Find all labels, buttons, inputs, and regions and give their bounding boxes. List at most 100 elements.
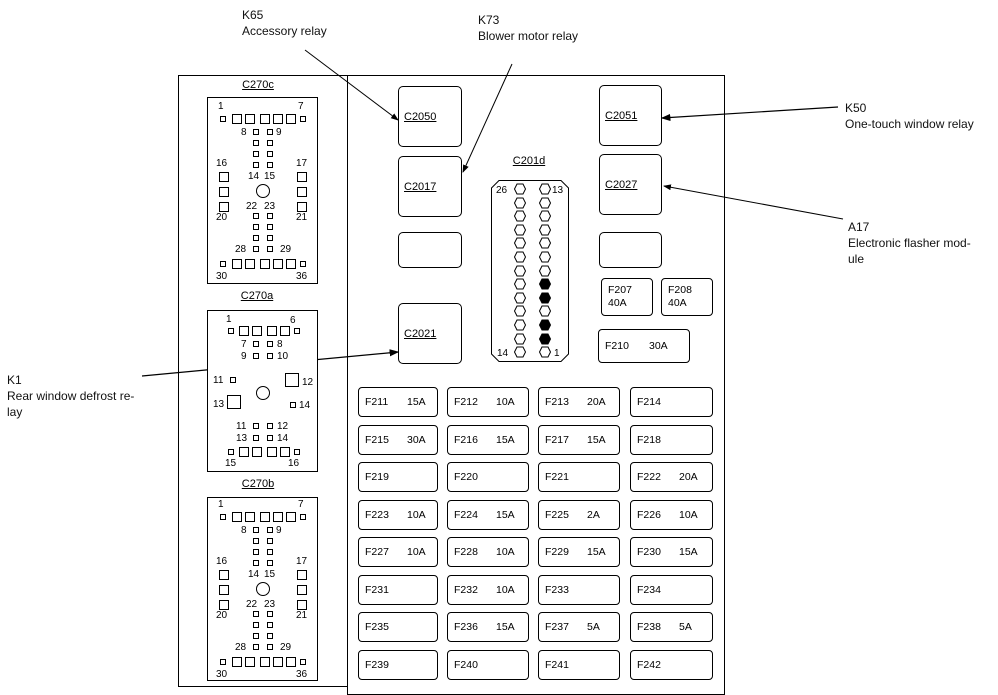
fuse-f239[interactable]: F239 xyxy=(358,650,438,680)
pin xyxy=(219,172,229,182)
pin xyxy=(273,259,283,269)
callout-k1-id: K1 xyxy=(7,373,22,387)
fuse-f233[interactable]: F233 xyxy=(538,575,620,605)
pin-label: 36 xyxy=(296,271,308,282)
pin xyxy=(253,644,259,650)
fuse-f208[interactable]: F208 40A xyxy=(661,278,713,316)
pin xyxy=(239,326,249,336)
fuse-f218[interactable]: F218 xyxy=(630,425,713,455)
pin-empty xyxy=(539,224,551,236)
pin-empty xyxy=(539,197,551,209)
pin xyxy=(285,373,299,387)
relay-c2050[interactable]: C2050 xyxy=(398,86,462,147)
fuse-f219[interactable]: F219 xyxy=(358,462,438,492)
pin-empty xyxy=(514,333,526,345)
fuse-f221[interactable]: F221 xyxy=(538,462,620,492)
fuse-id: F232 xyxy=(454,584,478,596)
fuse-f214[interactable]: F214 xyxy=(630,387,713,417)
fuse-rating: 5A xyxy=(587,621,600,633)
relay-c2017[interactable]: C2017 xyxy=(398,156,462,217)
fuse-f240[interactable]: F240 xyxy=(447,650,529,680)
pin xyxy=(267,235,273,241)
fuse-id: F233 xyxy=(545,584,569,596)
pin-filled xyxy=(539,292,551,304)
pin-label: 15 xyxy=(225,458,237,469)
callout-k50: K50 One-touch window relay xyxy=(845,100,974,132)
pin xyxy=(286,114,296,124)
pin-label: 29 xyxy=(280,244,292,255)
pin xyxy=(232,114,242,124)
pin xyxy=(220,261,226,267)
pin-label: 14 xyxy=(248,569,260,580)
pin-label: 17 xyxy=(296,158,308,169)
fuse-rating: 15A xyxy=(496,509,515,521)
relay-c2051[interactable]: C2051 xyxy=(599,85,662,146)
relay-empty-right[interactable] xyxy=(599,232,662,268)
relay-c2027[interactable]: C2027 xyxy=(599,154,662,215)
fuse-f232[interactable]: F232 10A xyxy=(447,575,529,605)
pin xyxy=(253,423,259,429)
fuse-f207[interactable]: F207 40A xyxy=(601,278,653,316)
pin-label: 17 xyxy=(296,556,308,567)
pin-label: 13 xyxy=(236,433,248,444)
pin xyxy=(267,213,273,219)
pin xyxy=(253,611,259,617)
c201d-title: C201d xyxy=(512,155,546,167)
fuse-f210[interactable]: F210 30A xyxy=(598,329,690,363)
fuse-f231[interactable]: F231 xyxy=(358,575,438,605)
fuse-f241[interactable]: F241 xyxy=(538,650,620,680)
fuse-f234[interactable]: F234 xyxy=(630,575,713,605)
pin-empty xyxy=(514,251,526,263)
fuse-id: F238 xyxy=(637,621,661,633)
pin xyxy=(300,116,306,122)
pin xyxy=(245,259,255,269)
fuse-id: F234 xyxy=(637,584,661,596)
fuse-rating: 15A xyxy=(407,396,426,408)
fuse-f235[interactable]: F235 xyxy=(358,612,438,642)
pin xyxy=(290,402,296,408)
fuse-id: F229 xyxy=(545,546,569,558)
pin xyxy=(300,261,306,267)
pin-label: 28 xyxy=(235,244,247,255)
pin-empty xyxy=(514,305,526,317)
pin xyxy=(253,353,259,359)
pin xyxy=(252,326,262,336)
pin-label: 1 xyxy=(218,101,224,112)
pin xyxy=(253,151,259,157)
callout-k50-name: One-touch window relay xyxy=(845,117,974,131)
pin xyxy=(245,512,255,522)
callout-k65: K65 Accessory relay xyxy=(242,7,327,39)
relay-label: C2017 xyxy=(404,180,437,193)
pin-label: 1 xyxy=(218,499,224,510)
pin xyxy=(253,224,259,230)
fuse-f220[interactable]: F220 xyxy=(447,462,529,492)
pin xyxy=(267,549,273,555)
fuse-f242[interactable]: F242 xyxy=(630,650,713,680)
fuse-id: F221 xyxy=(545,471,569,483)
fuse-rating: 10A xyxy=(496,584,515,596)
callout-k50-id: K50 xyxy=(845,101,867,115)
relay-label: C2027 xyxy=(605,178,638,191)
pin xyxy=(267,341,273,347)
relay-empty-left[interactable] xyxy=(398,232,462,268)
pin xyxy=(267,162,273,168)
relay-c2021[interactable]: C2021 xyxy=(398,303,462,364)
